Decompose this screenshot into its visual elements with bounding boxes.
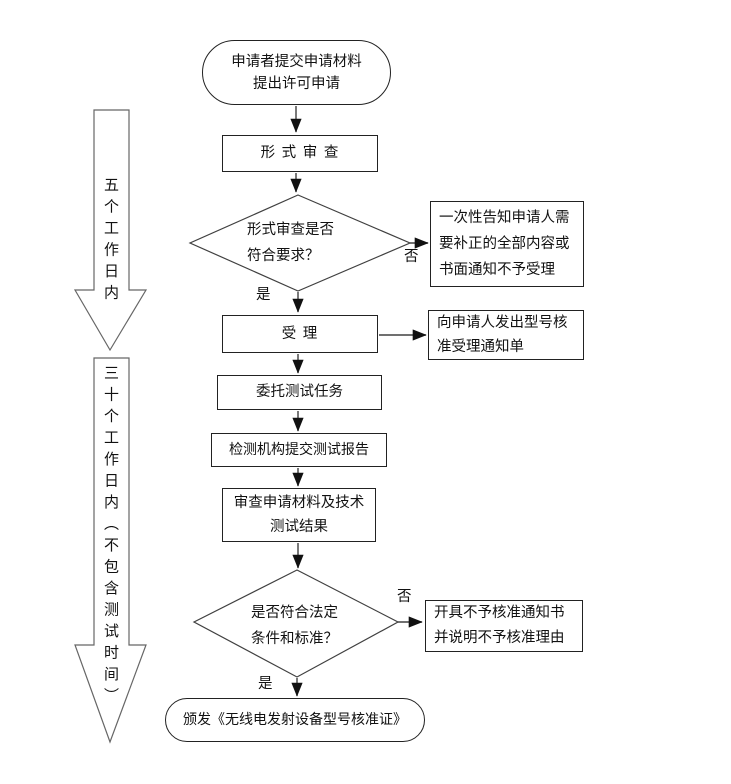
formal-review-node: 形 式 审 查 xyxy=(222,135,378,172)
decision-2-label: 是否符合法定 条件和标准？ xyxy=(251,605,338,647)
entrust-testing-node: 委托测试任务 xyxy=(217,375,382,410)
decision-1-no-label: 否 xyxy=(404,249,419,265)
rejection-notice-node: 开具不予核准通知书 并说明不予核准理由 xyxy=(425,600,583,652)
decision-2-no-label: 否 xyxy=(397,589,412,605)
decision-1-yes-label: 是 xyxy=(256,287,271,303)
examine-materials-node: 审查申请材料及技术 测试结果 xyxy=(222,488,376,542)
timeline-arrow-30-days-shape xyxy=(74,357,147,744)
timeline-30-days-label: 三十个工作日内（不包含测试时间） xyxy=(102,365,120,709)
start-node: 申请者提交申请材料 提出许可申请 xyxy=(202,40,391,105)
decision-1-label: 形式审查是否 符合要求？ xyxy=(247,222,334,264)
timeline-5-days-label: 五个工作日内 xyxy=(102,177,120,306)
notify-correction-node: 一次性告知申请人需 要补正的全部内容或 书面通知不予受理 xyxy=(430,201,584,287)
timeline-arrow-5-days-shape xyxy=(73,109,148,352)
issue-certificate-node: 颁发《无线电发射设备型号核准证》 xyxy=(165,698,425,742)
acceptance-notice-node: 向申请人发出型号核 准受理通知单 xyxy=(428,310,584,360)
decision-2-diamond xyxy=(192,569,400,678)
test-report-node: 检测机构提交测试报告 xyxy=(211,433,387,467)
decision-2-yes-label: 是 xyxy=(258,676,273,692)
accept-node: 受 理 xyxy=(222,315,378,353)
decision-1-diamond xyxy=(188,194,412,292)
